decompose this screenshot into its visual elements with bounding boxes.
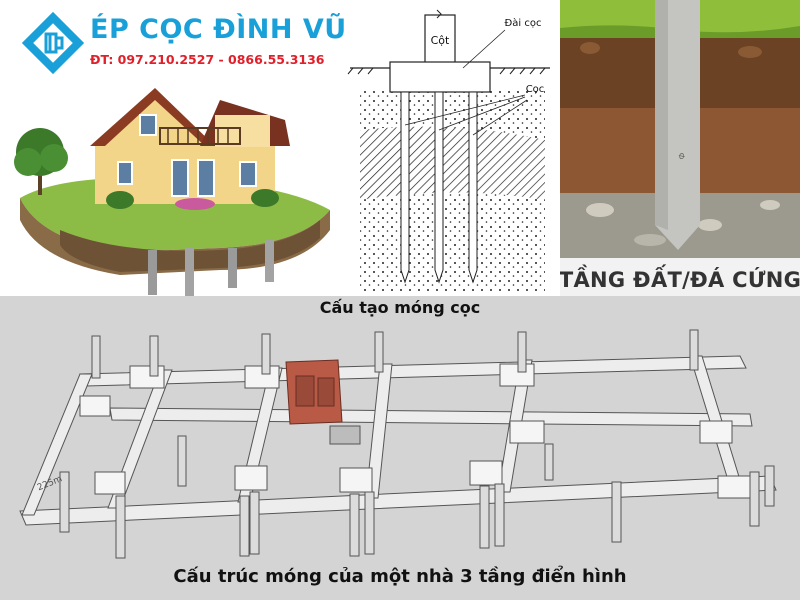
pile-schematic-drawing: Cột Đài cọc Cọc bbox=[347, 9, 550, 292]
house-illustration bbox=[14, 88, 330, 300]
soil-layer-image: Ф TẦNG ĐẤT/ĐÁ CỨNG bbox=[560, 0, 800, 300]
foundation-drawing bbox=[19, 329, 777, 559]
caption-pile-structure: Cấu tạo móng cọc bbox=[319, 298, 481, 317]
pile-marking: Ф bbox=[677, 152, 687, 160]
soil-caption: TẦNG ĐẤT/ĐÁ CỨNG bbox=[560, 268, 800, 292]
label-column: Cột bbox=[431, 34, 450, 47]
soil-illustration: Ф bbox=[560, 0, 800, 300]
house-panel: ÉP CỌC ĐÌNH VŨ ĐT: 097.210.2527 - 0866.5… bbox=[0, 0, 345, 300]
brand-phone: ĐT: 097.210.2527 - 0866.55.3136 bbox=[90, 52, 325, 67]
logo-icon bbox=[22, 12, 84, 74]
caption-foundation-structure: Cấu trúc móng của một nhà 3 tầng điển hì… bbox=[173, 566, 627, 587]
label-pile: Cọc bbox=[526, 84, 545, 95]
foundation-3d-model bbox=[0, 296, 800, 600]
pile-schematic: Cột Đài cọc Cọc bbox=[345, 0, 560, 300]
brand-name: ÉP CỌC ĐÌNH VŨ bbox=[90, 14, 345, 45]
label-pile-cap: Đài cọc bbox=[505, 17, 542, 29]
